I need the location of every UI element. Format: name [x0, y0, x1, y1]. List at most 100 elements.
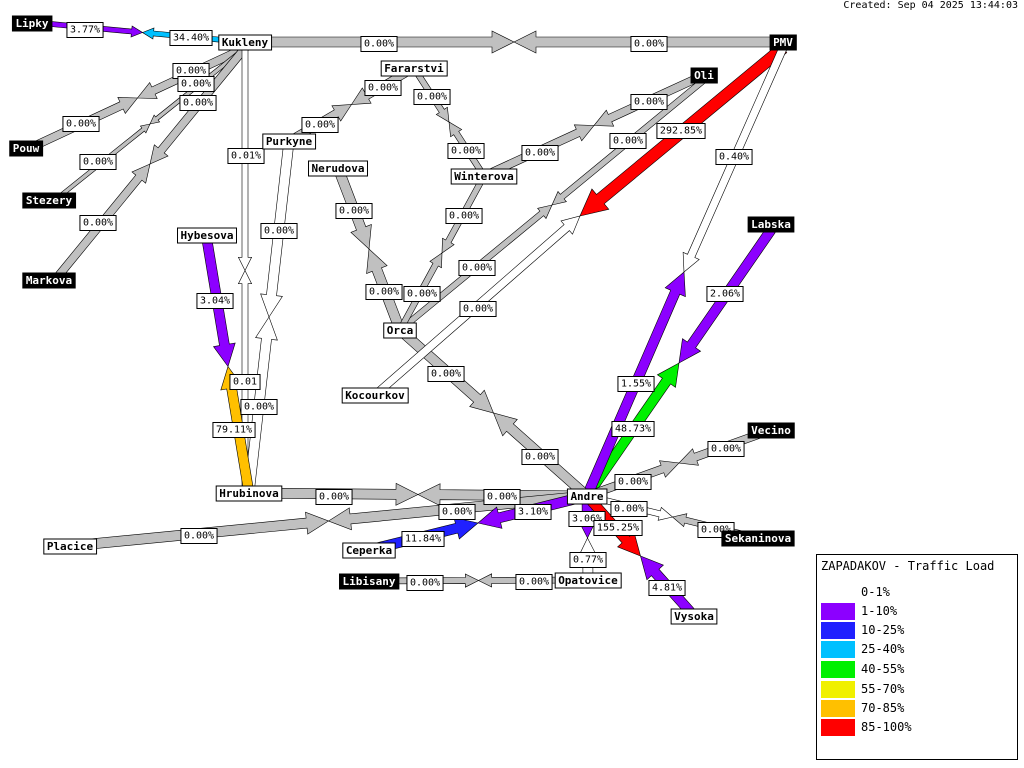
link-label-kukleny-hrubinova-b-box: [229, 374, 261, 390]
node-label-andre: Andre: [570, 490, 603, 503]
legend-label: 85-100%: [861, 720, 912, 734]
node-label-nerudova: Nerudova: [312, 162, 365, 175]
link-label-andre-opatovice-b-box: [569, 552, 607, 568]
node-box-hybesova: [177, 227, 237, 244]
node-opatovice[interactable]: Opatovice: [554, 572, 622, 589]
link-label-kukleny-pouw-b: 0.00%: [172, 63, 210, 79]
node-box-sekaninova: [721, 530, 795, 547]
node-fararstvi[interactable]: Fararstvi: [380, 60, 448, 77]
link-label-andre-opatovice-b: 0.77%: [569, 552, 607, 568]
link-label-kukleny-pouw-a: 0.00%: [62, 116, 100, 132]
link-label-orca-andre-b-box: [521, 449, 559, 465]
legend-swatch: [821, 700, 855, 717]
node-pouw[interactable]: Pouw: [9, 140, 44, 157]
link-label-winterova-orca-a-text: 0.00%: [449, 211, 479, 222]
link-label-kukleny-markova-b-text: 0.00%: [183, 98, 213, 109]
node-sekaninova[interactable]: Sekaninova: [721, 530, 795, 547]
legend-swatch: [821, 719, 855, 736]
link-label-pmv-andre-a: 0.40%: [715, 149, 753, 165]
node-labska[interactable]: Labska: [747, 216, 795, 233]
node-label-kukleny: Kukleny: [222, 36, 269, 49]
node-purkyne[interactable]: Purkyne: [262, 133, 317, 150]
link-label-fararstvi-winterova-a-box: [413, 89, 451, 105]
legend-item: 25-40%: [821, 640, 1011, 658]
link-label-labska-andre-b: 48.73%: [611, 421, 655, 437]
link-label-andre-vysoka-a-box: [593, 520, 643, 536]
link-label-libisany-opatovice-b-box: [515, 574, 553, 590]
node-box-orca: [383, 322, 417, 339]
node-kocourkov[interactable]: Kocourkov: [341, 387, 409, 404]
link-label-oli-winterova-a-text: 0.00%: [634, 97, 664, 108]
node-orca[interactable]: Orca: [383, 322, 417, 339]
link-label-oli-winterova-b-box: [521, 145, 559, 161]
legend-label: 25-40%: [861, 642, 905, 656]
link-label-purkyne-hrubinova-a: 0.00%: [260, 223, 298, 239]
node-box-opatovice: [554, 572, 622, 589]
link-label-placice-andre-a-text: 0.00%: [184, 531, 214, 542]
link-label-kocourkov-orca-a: 0.00%: [459, 301, 497, 317]
link-label-oli-orca-a-box: [609, 133, 647, 149]
legend-label: 0-1%: [861, 585, 890, 599]
node-lipky[interactable]: Lipky: [11, 15, 53, 32]
link-label-kukleny-hrubinova-a: 0.01%: [227, 148, 265, 164]
node-box-markova: [22, 272, 76, 289]
node-vecino[interactable]: Vecino: [747, 422, 795, 439]
node-label-lipky: Lipky: [15, 17, 48, 30]
link-label-hybesova-hrubinova-a-box: [196, 293, 234, 309]
node-markova[interactable]: Markova: [22, 272, 76, 289]
link-label-kocourkov-orca-a-box: [459, 301, 497, 317]
link-label-oli-orca-a: 0.00%: [609, 133, 647, 149]
link-label-andre-sekaninova-b-text: 0.00%: [701, 525, 731, 536]
link-label-lipky-kukleny-b-text: 34.40%: [173, 33, 209, 44]
link-label-fararstvi-winterova-a: 0.00%: [413, 89, 451, 105]
link-label-kocourkov-orca-a-text: 0.00%: [463, 304, 493, 315]
link-label-kukleny-stezery-b: 0.00%: [177, 76, 215, 92]
node-box-pmv: [769, 34, 797, 51]
node-oli[interactable]: Oli: [690, 67, 718, 84]
link-label-andre-sekaninova-a: 0.00%: [610, 501, 648, 517]
node-box-ceperka: [342, 542, 396, 559]
node-kukleny[interactable]: Kukleny: [218, 34, 273, 51]
link-label-andre-sekaninova-a-text: 0.00%: [614, 504, 644, 515]
link-label-andre-opatovice-b-text: 0.77%: [573, 555, 603, 566]
legend-label: 70-85%: [861, 701, 905, 715]
link-label-hybesova-hrubinova-b: 79.11%: [212, 422, 256, 438]
node-label-oli: Oli: [694, 69, 714, 82]
node-label-stezery: Stezery: [26, 194, 73, 207]
link-label-labska-andre-b-text: 48.73%: [615, 424, 651, 435]
node-nerudova[interactable]: Nerudova: [308, 160, 368, 177]
node-label-hrubinova: Hrubinova: [219, 487, 279, 500]
link-label-hrubinova-andre-a-text: 0.00%: [319, 492, 349, 503]
node-vysoka[interactable]: Vysoka: [670, 608, 718, 625]
node-placice[interactable]: Placice: [43, 538, 98, 555]
link-label-ceperka-andre-a: 11.84%: [401, 531, 445, 547]
node-hrubinova[interactable]: Hrubinova: [215, 485, 283, 502]
node-label-ceperka: Ceperka: [346, 544, 392, 557]
link-label-hrubinova-andre-b: 0.00%: [483, 489, 521, 505]
node-label-sekaninova: Sekaninova: [725, 532, 791, 545]
node-andre[interactable]: Andre: [566, 488, 608, 505]
node-pmv[interactable]: PMV: [769, 34, 797, 51]
link-label-oli-winterova-b-text: 0.00%: [525, 148, 555, 159]
node-hybesova[interactable]: Hybesova: [177, 227, 237, 244]
link-label-lipky-kukleny-a-box: [66, 22, 104, 38]
legend-label: 10-25%: [861, 623, 905, 637]
node-winterova[interactable]: Winterova: [450, 168, 518, 185]
node-stezery[interactable]: Stezery: [22, 192, 77, 209]
link-label-libisany-opatovice-a-text: 0.00%: [410, 578, 440, 589]
node-libisany[interactable]: Libisany: [339, 573, 400, 590]
link-label-winterova-orca-b-box: [403, 286, 441, 302]
link-label-andre-vysoka-b: 4.81%: [648, 580, 686, 596]
link-label-hrubinova-andre-b-text: 0.00%: [487, 492, 517, 503]
link-label-libisany-opatovice-b: 0.00%: [515, 574, 553, 590]
link-label-pmv-orca-a-text: 292.85%: [660, 126, 702, 137]
node-box-fararstvi: [380, 60, 448, 77]
link-label-fararstvi-winterova-a-text: 0.00%: [417, 92, 447, 103]
node-ceperka[interactable]: Ceperka: [342, 542, 396, 559]
link-label-kukleny-stezery-b-box: [177, 76, 215, 92]
legend-swatch: [821, 681, 855, 698]
link-label-fararstvi-purkyne-a-box: [364, 80, 402, 96]
link-label-andre-vysoka-a-text: 155.25%: [597, 523, 639, 534]
link-label-andre-vecino-a: 0.00%: [614, 474, 652, 490]
